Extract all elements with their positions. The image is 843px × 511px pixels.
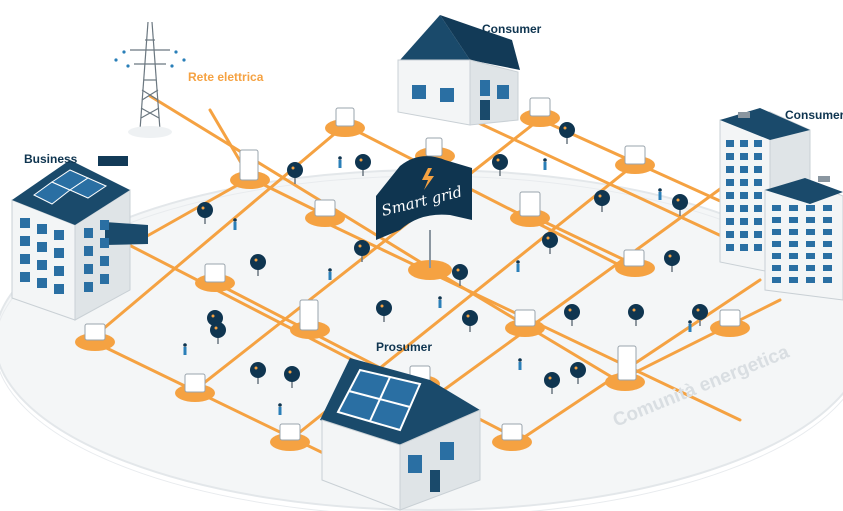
person-icon <box>233 218 237 230</box>
tree-icon <box>250 362 266 384</box>
person-icon <box>688 320 692 332</box>
power-pylon-icon <box>128 21 172 138</box>
person-icon <box>123 156 692 415</box>
tree-icon <box>376 300 392 322</box>
tree-icon <box>287 162 303 184</box>
tree-icon <box>672 194 688 216</box>
solar-panel-icon <box>33 169 108 205</box>
tree-icon <box>197 122 708 394</box>
tree-icon <box>692 304 708 326</box>
person-icon <box>438 296 442 308</box>
label-consumer-right: Consumer <box>785 108 843 122</box>
person-icon <box>543 158 547 170</box>
person-icon <box>278 403 282 415</box>
label-rete-elettrica: Rete elettrica <box>188 70 264 84</box>
label-prosumer: Prosumer <box>376 340 433 354</box>
tree-icon <box>452 264 468 286</box>
tree-icon <box>559 122 575 144</box>
building-windows <box>726 140 832 283</box>
solar-panel-icon <box>336 368 422 432</box>
tree-icon <box>197 202 213 224</box>
building-windows <box>20 218 109 294</box>
tree-icon <box>210 322 226 344</box>
person-icon <box>658 188 662 200</box>
tree-icon <box>492 154 508 176</box>
tree-icon <box>628 304 644 326</box>
tree-icon <box>250 254 266 276</box>
tree-icon <box>544 372 560 394</box>
tree-icon <box>564 304 580 326</box>
label-business: Business <box>24 152 78 166</box>
meter-icon <box>84 97 741 441</box>
person-icon <box>183 343 187 355</box>
person-icon <box>518 358 522 370</box>
power-line-dots <box>114 50 186 68</box>
smart-grid-sign: Smart grid <box>376 156 472 268</box>
house-icon <box>320 358 481 511</box>
house-icon <box>397 15 520 126</box>
tree-icon <box>542 232 558 254</box>
tree-icon <box>664 250 680 272</box>
person-icon <box>516 260 520 272</box>
tree-icon <box>570 362 586 384</box>
person-icon <box>338 156 342 168</box>
label-consumer-top: Consumer <box>482 22 542 36</box>
tree-icon <box>462 310 478 332</box>
lightning-icon <box>422 168 434 190</box>
tree-icon <box>355 154 371 176</box>
tree-icon <box>354 240 370 262</box>
tree-icon <box>594 190 610 212</box>
tree-icon <box>284 366 300 388</box>
person-icon <box>328 268 332 280</box>
